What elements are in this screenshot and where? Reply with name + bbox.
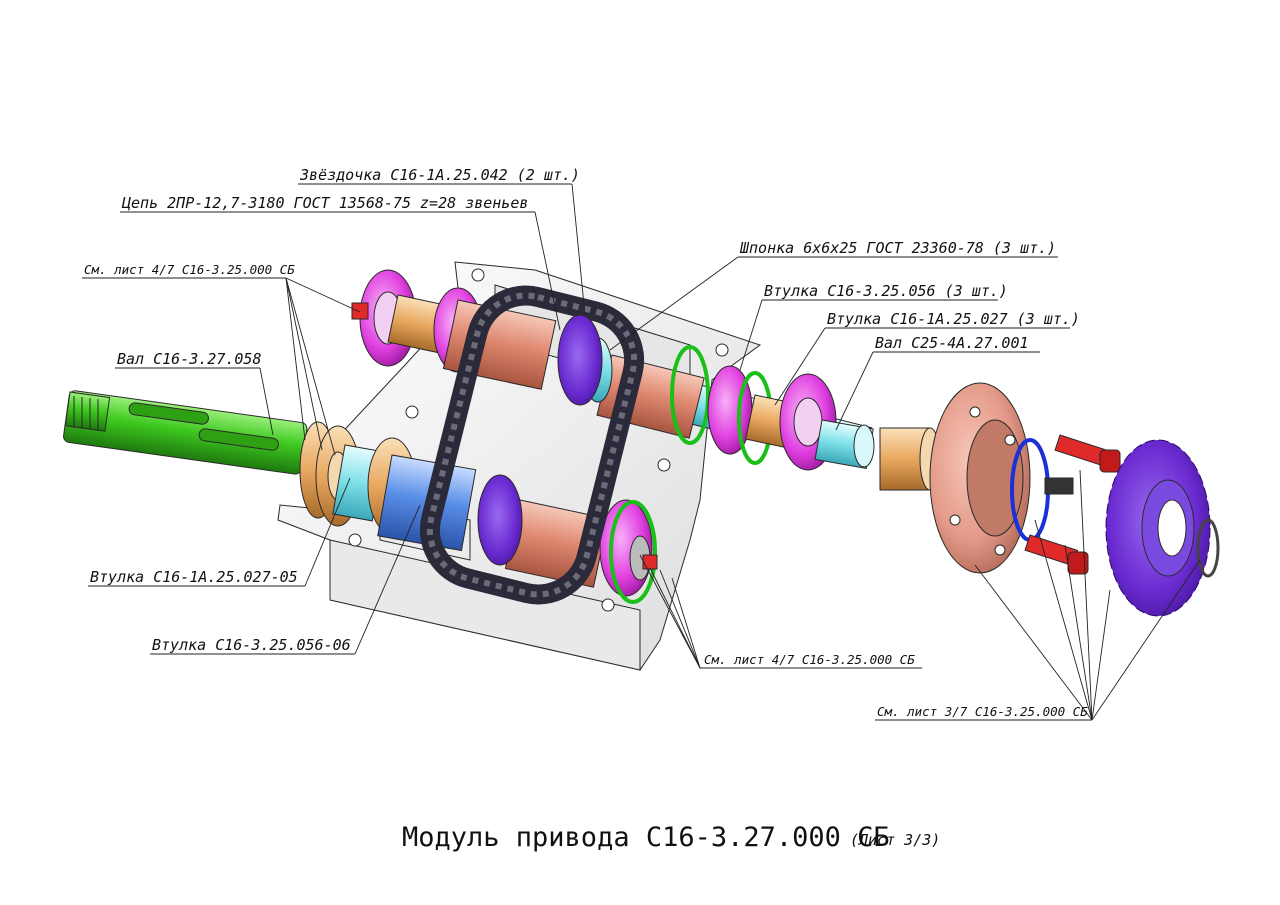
label-chain: Цепь 2ПР-12,7-3180 ГОСТ 13568-75 z=28 зв… xyxy=(121,194,528,212)
sprocket-exploded xyxy=(1105,439,1211,617)
label-bushing-027: Втулка С16-1А.25.027 (3 шт.) xyxy=(827,310,1080,328)
label-key: Шпонка 6х6х25 ГОСТ 23360-78 (3 шт.) xyxy=(739,239,1056,257)
bolt-upper-left xyxy=(351,302,369,320)
leader-lines xyxy=(82,183,1201,721)
flange xyxy=(929,382,1031,574)
label-bushing-027-05: Втулка С16-1А.25.027-05 xyxy=(90,568,298,586)
label-shaft-058: Вал С16-3.27.058 xyxy=(117,350,262,368)
label-bushing-056-06: Втулка С16-3.25.056-06 xyxy=(152,636,351,654)
label-bushing-056: Втулка С16-3.25.056 (3 шт.) xyxy=(764,282,1008,300)
shaft-058 xyxy=(63,390,308,475)
label-ref-3-7: См. лист 3/7 С16-3.25.000 СБ xyxy=(877,704,1088,719)
label-sprocket: Звёздочка С16-1А.25.042 (2 шт.) xyxy=(299,166,580,184)
bolt-lower xyxy=(1024,534,1089,575)
drawing-sheet-number: (Лист 3/3) xyxy=(850,831,940,849)
retaining-ring xyxy=(1196,518,1220,578)
label-shaft-c25: Вал С25-4А.27.001 xyxy=(875,334,1029,352)
label-ref-4-7-bottom: См. лист 4/7 С16-3.25.000 СБ xyxy=(704,652,915,667)
chain-drive xyxy=(419,285,645,605)
shaft-c25 xyxy=(814,419,875,470)
key xyxy=(1044,477,1074,495)
drawing-title: Модуль привода С16-3.27.000 СБ xyxy=(402,822,890,853)
label-ref-4-7-top: См. лист 4/7 С16-3.25.000 СБ xyxy=(84,262,295,277)
bolt-lower-right xyxy=(642,554,658,570)
bolt-upper xyxy=(1054,434,1121,473)
exploded-parts xyxy=(879,382,1220,617)
